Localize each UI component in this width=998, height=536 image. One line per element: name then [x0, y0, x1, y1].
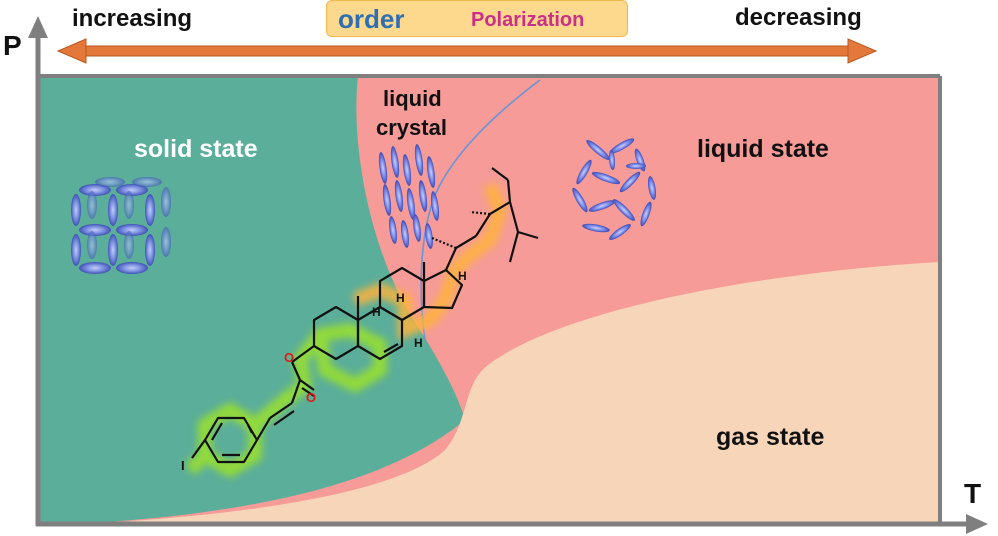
- y-axis-label: P: [3, 30, 22, 61]
- liquid-crystal-mesogens-icon: [378, 144, 440, 249]
- hydrogen-label-2: H: [396, 291, 405, 305]
- axes: [28, 16, 988, 534]
- hydrogen-label-4: H: [458, 269, 467, 283]
- increasing-label: increasing: [72, 5, 193, 32]
- polarization-label: Polarization: [471, 9, 585, 31]
- x-axis-label: T: [964, 478, 982, 509]
- hydrogen-label-1: H: [372, 305, 381, 319]
- y-axis-arrow: [28, 16, 48, 38]
- liquid-crystal-label-line1: liquid: [383, 86, 442, 111]
- order-legend-box: [326, 0, 628, 37]
- liquid-state-label: liquid state: [697, 135, 829, 163]
- solid-state-label: solid state: [134, 135, 258, 163]
- gas-state-label: gas state: [716, 423, 825, 451]
- gas-region: [38, 262, 940, 526]
- x-axis-arrow: [966, 514, 988, 534]
- carbonyl-oxygen-label: O: [306, 390, 316, 405]
- iodine-atom-label: I: [181, 458, 185, 473]
- decreasing-label: decreasing: [735, 4, 862, 31]
- molecule-structure: I O O H H H H: [181, 167, 539, 479]
- order-double-arrow: [56, 38, 878, 64]
- phase-regions: [38, 76, 940, 526]
- ester-oxygen-label: O: [284, 350, 294, 365]
- solid-lattice-icon: [71, 177, 171, 274]
- liquid-crystal-label-line2: crystal: [376, 115, 447, 140]
- liquid-mesogens-icon: [572, 138, 657, 240]
- hydrogen-label-3: H: [414, 336, 423, 350]
- order-label: order: [338, 4, 405, 34]
